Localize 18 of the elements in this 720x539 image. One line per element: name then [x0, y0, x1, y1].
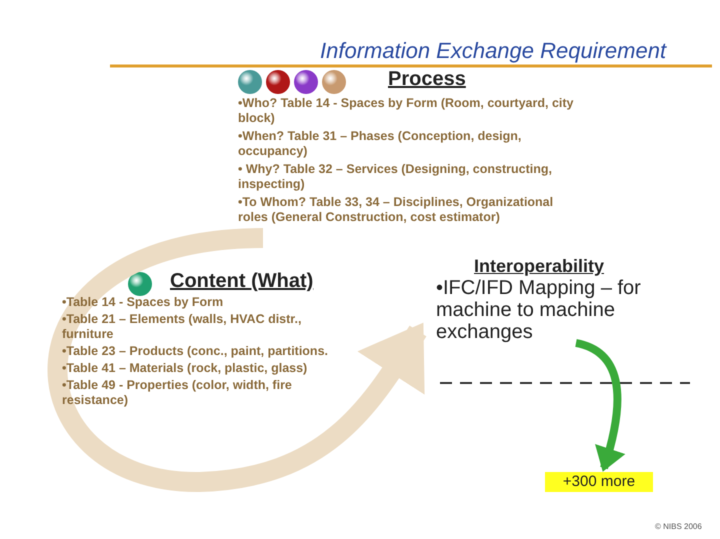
bullet-text: •To Whom? Table 33, 34 – Disciplines, Organizational roles (General Construction, cost estimator) — [238, 195, 554, 225]
bullet-text: •Table 21 – Elements (walls, HVAC distr., furniture — [62, 312, 302, 342]
section-heading: Process — [388, 68, 466, 91]
bullet-text: •Table 49 - Properties (color, width, fire resistance) — [62, 378, 293, 408]
bullet-text: •Table 23 – Products (conc., paint, partitions. — [62, 344, 329, 359]
bullet-text: •Table 41 – Materials (rock, plastic, glass) — [62, 361, 308, 376]
section-heading: Content (What) — [170, 270, 314, 293]
curved-arrow — [48, 228, 426, 492]
bullet-text: •Who? Table 14 - Spaces by Form (Room, courtyard, city block) — [238, 96, 574, 126]
highlight-box: +300 more — [545, 472, 653, 492]
curved-arrow — [574, 339, 626, 472]
bullet-text: •IFC/IFD Mapping – for machine to machine exchanges — [436, 277, 642, 343]
section-heading: Interoperability — [474, 256, 604, 277]
slide-title: Information Exchange Requirement — [320, 38, 666, 64]
bullet-text: • Why? Table 32 – Services (Designing, constructing, inspecting) — [238, 162, 553, 192]
copyright-note: © NIBS 2006 — [655, 522, 702, 531]
bullet-text: •Table 14 - Spaces by Form — [62, 295, 224, 310]
bullet-text: •When? Table 31 – Phases (Conception, design, occupancy) — [238, 129, 522, 159]
